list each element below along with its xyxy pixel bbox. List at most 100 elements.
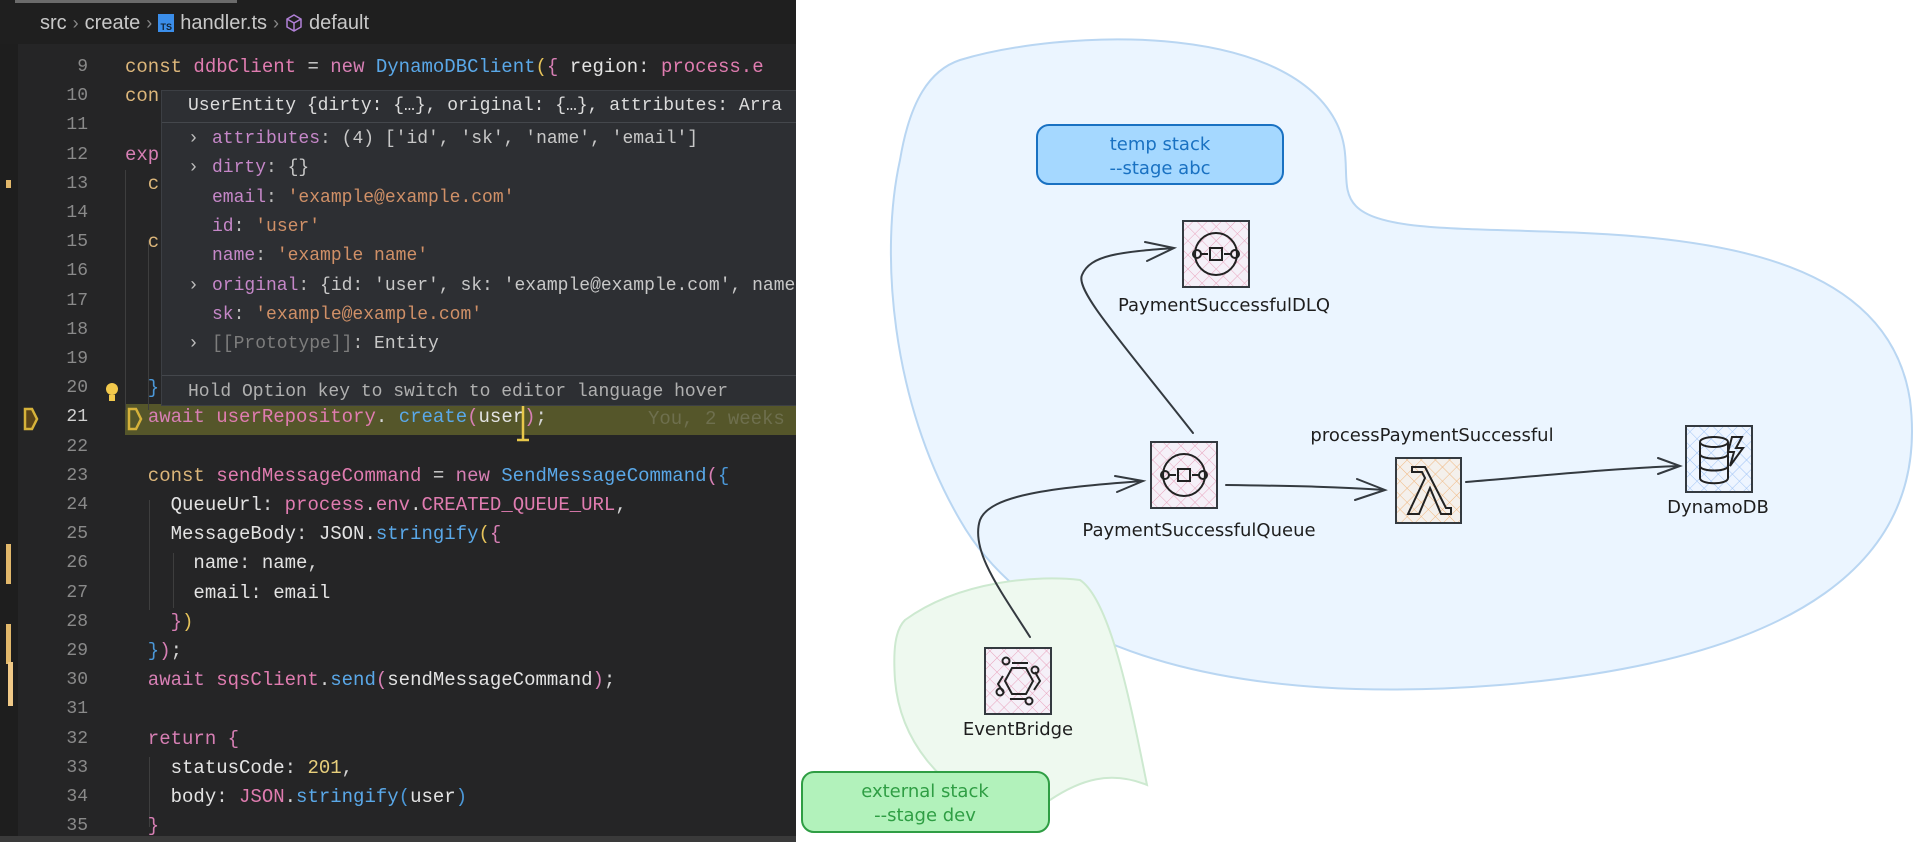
- line-number[interactable]: 31: [66, 699, 88, 720]
- hover-token: {id: 'user', sk: 'example@example.com', …: [320, 275, 796, 296]
- code-line[interactable]: c: [125, 228, 159, 257]
- code-line[interactable]: body: JSON.stringify(user): [125, 783, 468, 812]
- lambda-node[interactable]: processPaymentSuccessful: [1310, 425, 1554, 524]
- arrow-eventbridge-to-queue[interactable]: [977, 475, 1147, 638]
- line-number[interactable]: 18: [66, 319, 88, 340]
- hover-tree-item[interactable]: ›original: {id: 'user', sk: 'example@exa…: [188, 272, 796, 301]
- activity-strip: [0, 44, 18, 842]
- line-number[interactable]: 21: [66, 407, 88, 428]
- code-token: {: [227, 727, 240, 750]
- breadcrumb-file[interactable]: handler.ts: [180, 11, 267, 34]
- change-marker: [6, 180, 11, 188]
- hover-header: UserEntity {dirty: {…}, original: {…}, a…: [188, 96, 783, 116]
- code-line[interactable]: QueueUrl: process.env.CREATED_QUEUE_URL,: [125, 491, 627, 520]
- hover-tree-item[interactable]: ›dirty: {}: [188, 154, 309, 183]
- code-line[interactable]: MessageBody: JSON.stringify({: [125, 520, 502, 549]
- temp-stack-region: [889, 38, 1913, 691]
- code-line[interactable]: email: email: [125, 579, 330, 608]
- line-number[interactable]: 33: [66, 757, 88, 778]
- line-number[interactable]: 20: [66, 378, 88, 399]
- breadcrumb-src[interactable]: src: [40, 11, 67, 34]
- line-number[interactable]: 30: [66, 670, 88, 691]
- breadcrumb-create[interactable]: create: [84, 11, 141, 34]
- line-number[interactable]: 9: [77, 57, 88, 77]
- eventbridge-node[interactable]: EventBridge: [963, 647, 1073, 740]
- chevron-right-icon[interactable]: ›: [188, 158, 199, 179]
- code-token: SendMessageCommand: [501, 464, 707, 487]
- code-token: DynamoDBClient: [375, 56, 536, 78]
- indent-guide: [149, 757, 150, 827]
- code-token: ,: [307, 552, 319, 575]
- code-line[interactable]: await sqsClient.send(sendMessageCommand)…: [125, 666, 616, 695]
- line-number[interactable]: 16: [66, 261, 88, 282]
- line-number[interactable]: 15: [66, 232, 88, 253]
- arrow-lambda-to-dynamodb[interactable]: [1465, 457, 1683, 483]
- line-number[interactable]: 35: [66, 816, 88, 837]
- code-area[interactable]: const ddbClient = new DynamoDBClient({ r…: [125, 0, 796, 842]
- hover-token: :: [266, 187, 288, 208]
- code-token: stringify: [375, 523, 479, 546]
- arrow-queue-to-dlq[interactable]: [1080, 241, 1194, 434]
- code-line[interactable]: name: name,: [125, 549, 319, 578]
- code-token: (: [398, 786, 411, 808]
- hover-token: (4) ['id', 'sk', 'name', 'email']: [341, 129, 699, 149]
- git-blame-annotation: You, 2 weeks: [648, 408, 785, 430]
- code-line[interactable]: });: [125, 637, 182, 666]
- line-number[interactable]: 25: [66, 524, 88, 545]
- dlq-node[interactable]: PaymentSuccessfulDLQ: [1118, 220, 1330, 316]
- line-number[interactable]: 10: [66, 86, 88, 107]
- breadcrumb-symbol[interactable]: default: [309, 11, 370, 34]
- code-token: }: [125, 610, 183, 633]
- hover-tree-item[interactable]: ›attributes: (4) ['id', 'sk', 'name', 'e…: [188, 125, 698, 154]
- line-number[interactable]: 13: [66, 173, 88, 194]
- hover-tree-item[interactable]: ›[[Prototype]]: Entity: [188, 330, 439, 359]
- lightbulb-icon[interactable]: [104, 380, 120, 406]
- code-token: ;: [535, 406, 547, 429]
- horizontal-scrollbar[interactable]: [0, 836, 796, 842]
- lambda-icon: [1406, 466, 1452, 515]
- code-line[interactable]: }: [125, 812, 159, 841]
- hover-divider: [162, 122, 796, 123]
- code-line[interactable]: }: [125, 374, 159, 403]
- code-token: exp: [125, 143, 160, 166]
- line-number[interactable]: 28: [66, 611, 88, 632]
- line-number[interactable]: 19: [66, 349, 88, 369]
- code-token: CREATED_QUEUE_URL: [421, 494, 616, 516]
- chevron-right-icon[interactable]: ›: [188, 129, 199, 149]
- line-number[interactable]: 14: [66, 203, 88, 223]
- line-number[interactable]: 26: [66, 553, 88, 574]
- code-line[interactable]: const ddbClient = new DynamoDBClient({ r…: [125, 53, 764, 82]
- hover-token: id: [212, 216, 234, 237]
- code-token: ): [524, 406, 536, 429]
- chevron-right-icon[interactable]: ›: [188, 334, 199, 355]
- external-stack-label[interactable]: external stack --stage dev: [801, 771, 1050, 833]
- line-number[interactable]: 22: [66, 436, 88, 457]
- code-line[interactable]: return {: [125, 725, 239, 754]
- line-number[interactable]: 23: [66, 465, 88, 486]
- code-token: }: [125, 377, 160, 400]
- code-line[interactable]: const sendMessageCommand = new SendMessa…: [125, 462, 730, 491]
- temp-stack-label[interactable]: temp stack --stage abc: [1036, 124, 1284, 185]
- breakpoint-icon[interactable]: [126, 405, 144, 433]
- line-number[interactable]: 11: [66, 115, 88, 136]
- line-number[interactable]: 17: [66, 290, 88, 311]
- code-line[interactable]: c: [125, 170, 159, 199]
- code-editor: src › create › TS handler.ts › default 9…: [0, 0, 796, 842]
- line-number[interactable]: 27: [66, 582, 88, 603]
- code-token: ): [455, 786, 468, 808]
- chevron-right-icon[interactable]: ›: [188, 275, 199, 296]
- line-number[interactable]: 12: [66, 144, 88, 165]
- arrow-queue-to-lambda[interactable]: [1225, 478, 1388, 501]
- debug-pointer-icon[interactable]: [22, 405, 40, 433]
- code-line[interactable]: }): [125, 608, 194, 637]
- dynamodb-node[interactable]: DynamoDB: [1667, 425, 1769, 518]
- line-number[interactable]: 32: [66, 728, 88, 749]
- code-line[interactable]: statusCode: 201,: [125, 754, 353, 783]
- line-number[interactable]: 24: [66, 495, 88, 515]
- queue-node[interactable]: PaymentSuccessfulQueue: [1082, 441, 1316, 541]
- code-line[interactable]: con: [125, 82, 159, 111]
- line-number[interactable]: 29: [66, 641, 88, 661]
- line-number[interactable]: 34: [66, 787, 88, 807]
- code-line[interactable]: await userRepository. create(user);: [125, 403, 547, 432]
- code-line[interactable]: exp: [125, 141, 159, 170]
